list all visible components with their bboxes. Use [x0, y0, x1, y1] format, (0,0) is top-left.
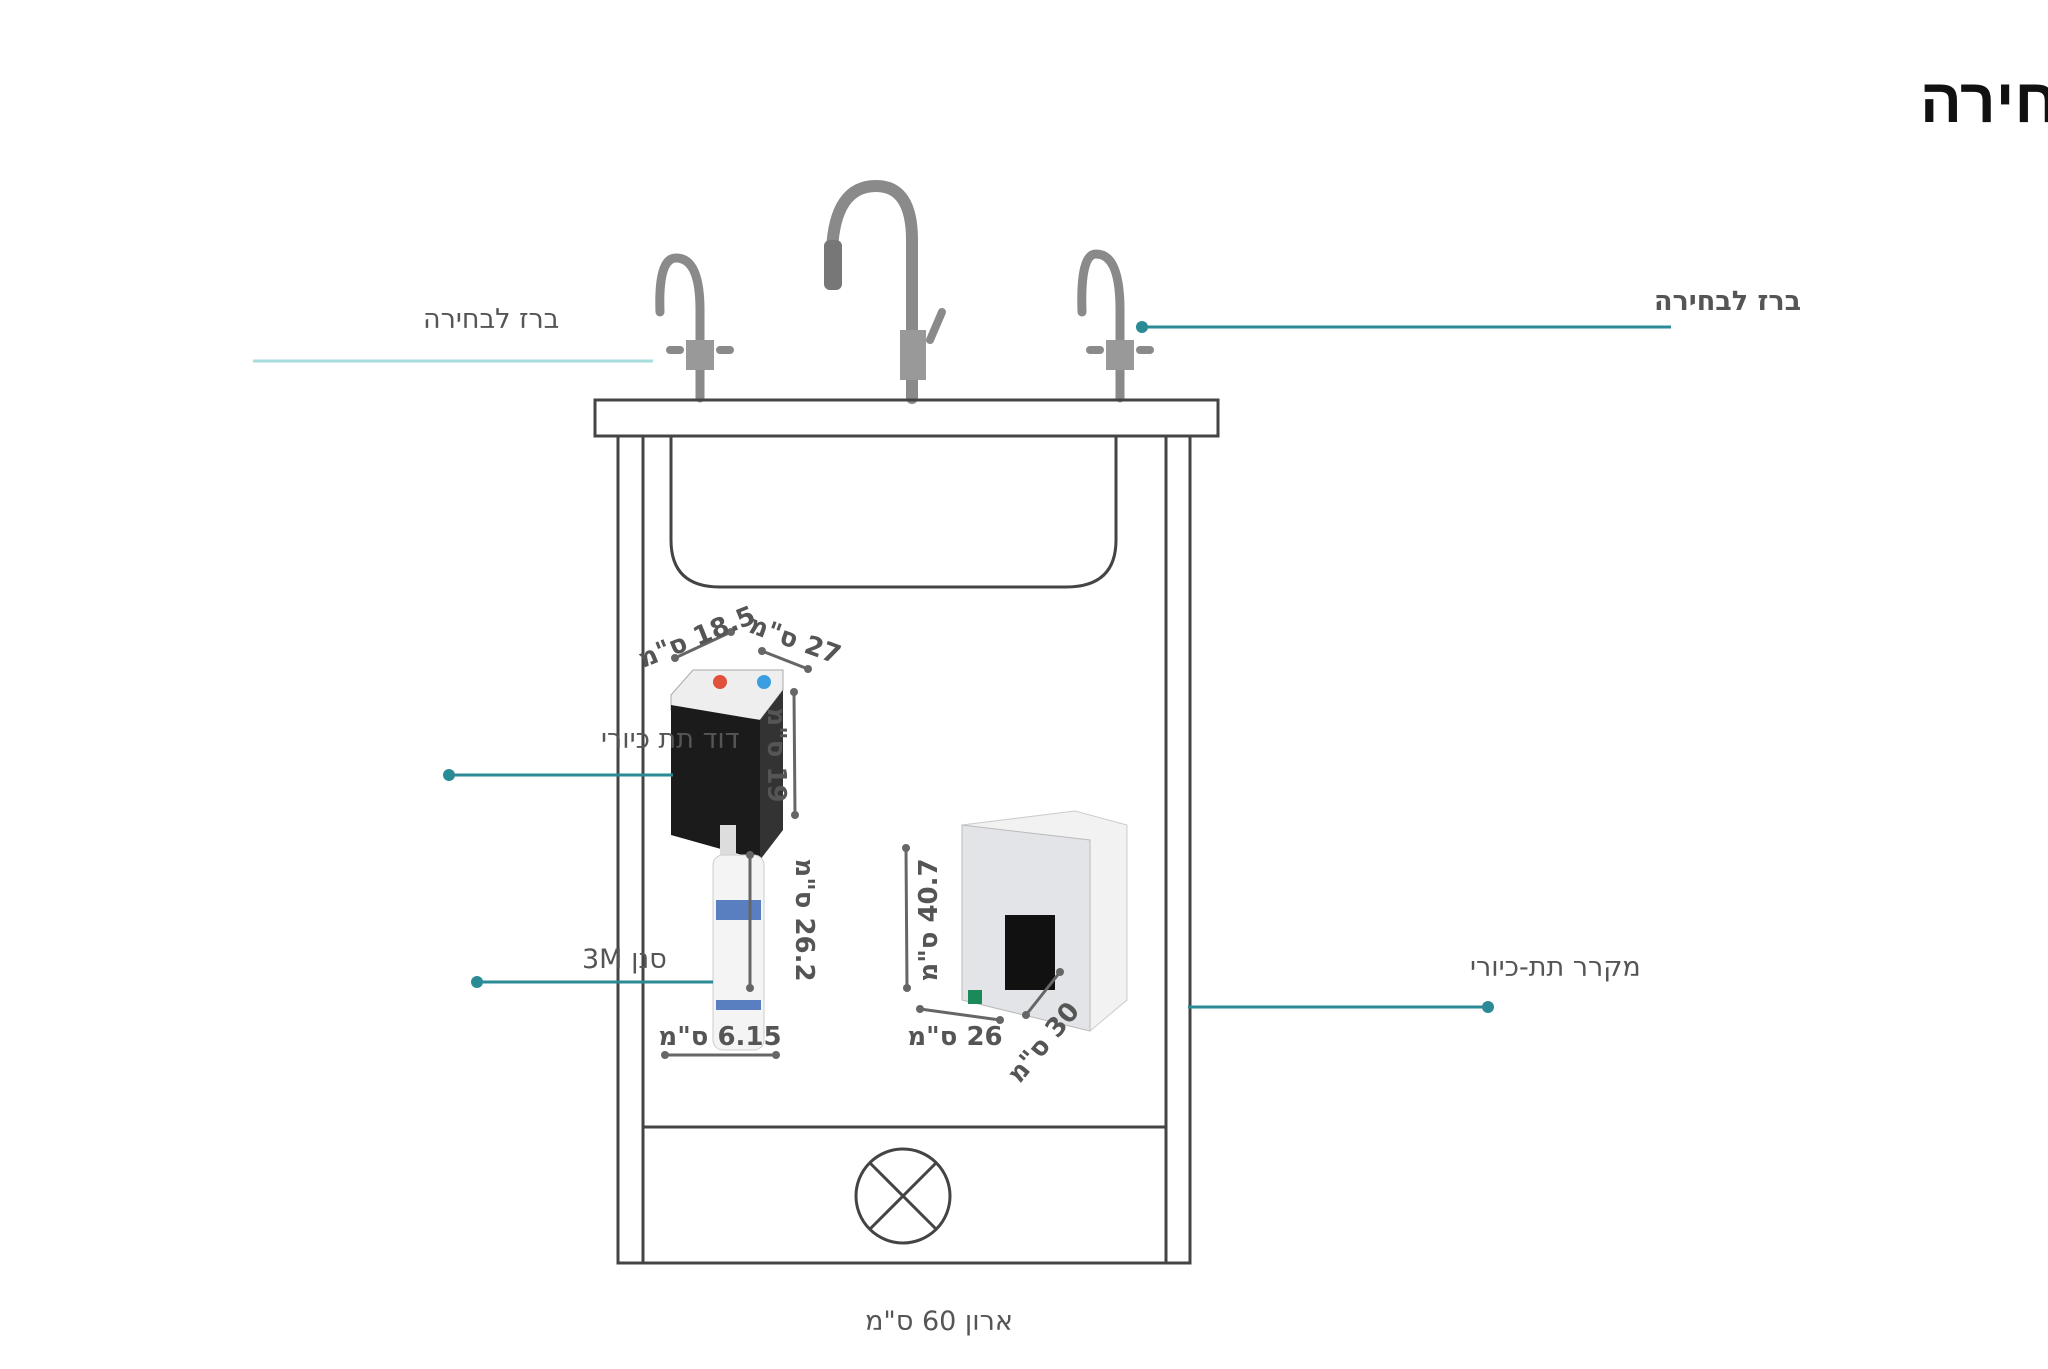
- faucet-left: [655, 253, 734, 403]
- fridge-width-label: 26 ס"מ: [907, 1022, 1002, 1052]
- filter-cartridge: [712, 825, 765, 1051]
- faucet-right: [1077, 249, 1154, 403]
- page-title: 2 ברזים לבחירה: [1920, 67, 2048, 136]
- cabinet: [593, 398, 1220, 1265]
- water-heater: [670, 669, 784, 860]
- sink-basin: [669, 436, 1118, 589]
- filter-height-label: 26.2 ס"מ: [789, 858, 819, 981]
- faucet-right-label: ברז לבחירה: [1654, 286, 1801, 317]
- faucet-center: [824, 179, 946, 404]
- heater-height-label: 19 ס"מ: [761, 707, 791, 802]
- heater-depth-label: 27 ס"מ: [745, 610, 845, 671]
- filter-width-label: 6.15 ס"מ: [658, 1022, 781, 1052]
- filter-label: סנן 3M: [582, 944, 667, 975]
- heater-label: דוד תת כיורי: [601, 724, 739, 755]
- heater-width-label: 18.5 ס"מ: [634, 601, 760, 675]
- under-sink-fridge: [961, 810, 1128, 1032]
- faucet-left-label: ברז לבחירה: [423, 304, 559, 335]
- dimension-lines: [661, 628, 1064, 1059]
- drain-icon: [854, 1147, 952, 1245]
- cabinet-label: ארון 60 ס"מ: [865, 1306, 1013, 1337]
- fridge-label: מקרר תת-כיורי: [1470, 952, 1641, 983]
- fridge-height-label: 40.7 ס"מ: [914, 858, 944, 981]
